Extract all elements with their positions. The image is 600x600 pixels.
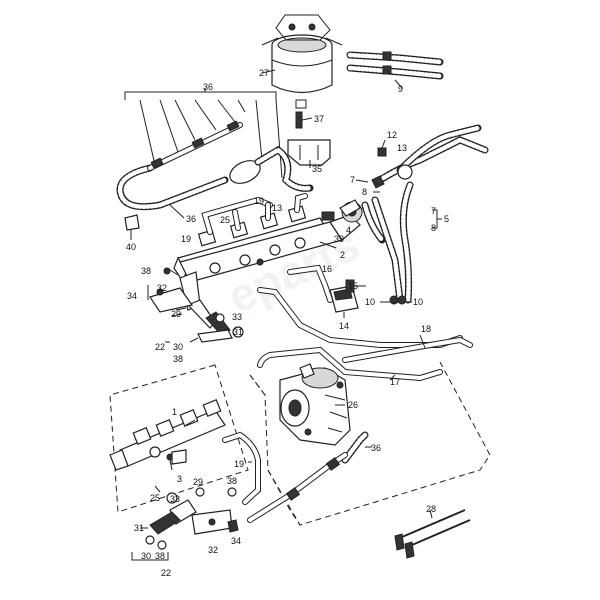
callout-38-upper: 38: [141, 266, 151, 276]
callout-39: 39: [334, 234, 344, 244]
callout-36-mid: 36: [186, 214, 196, 224]
callout-7: 7: [350, 175, 355, 185]
callout-38-upper-b: 38: [173, 354, 183, 364]
callout-25-top: 25: [220, 215, 230, 225]
callout-17: 17: [390, 377, 400, 387]
callout-2: 2: [340, 250, 345, 260]
callout-35: 35: [312, 164, 322, 174]
callout-29-upper: 29: [171, 309, 181, 319]
callout-38-lower: 38: [227, 476, 237, 486]
callout-10-left: 10: [365, 297, 375, 307]
callout-40: 40: [126, 242, 136, 252]
callout-30-lower: 30: [141, 551, 151, 561]
callout-1: 1: [172, 407, 177, 417]
callout-34-upper: 34: [127, 291, 137, 301]
callout-14: 14: [339, 321, 349, 331]
callout-22-lower: 22: [161, 568, 171, 578]
callout-7-right: 7: [431, 206, 436, 216]
callout-28: 28: [426, 504, 436, 514]
callout-26: 26: [348, 400, 358, 410]
lower-fuel-rail: [109, 399, 226, 471]
callout-13-top: 13: [397, 143, 407, 153]
callout-36-hose-assembly: 36: [203, 82, 213, 92]
callout-12: 12: [387, 130, 397, 140]
callout-9: 9: [398, 84, 403, 94]
callout-27: 27: [259, 68, 269, 78]
callout-8-right: 8: [431, 223, 436, 233]
callout-15: 15: [348, 281, 358, 291]
callout-29-lower: 29: [193, 477, 203, 487]
callout-8: 8: [362, 187, 367, 197]
callout-31-upper: 31: [233, 327, 243, 337]
callout-33-lower: 33: [170, 494, 180, 504]
callout-22-upper: 22: [155, 342, 165, 352]
callout-36-lower: 36: [371, 443, 381, 453]
callout-37: 37: [314, 114, 324, 124]
callout-32-lower: 32: [208, 545, 218, 555]
callout-5: 5: [444, 214, 449, 224]
callout-38-lower-b: 38: [155, 551, 165, 561]
callout-labels: 27 9 36 37 35 12 13 7 8 7 8 5 40 36 19 2…: [126, 68, 449, 578]
callout-18: 18: [421, 324, 431, 334]
callout-34-lower: 34: [231, 536, 241, 546]
callout-30-upper: 30: [173, 342, 183, 352]
high-pressure-pump: [279, 363, 351, 446]
callout-13-rail: 13: [272, 203, 282, 213]
callout-16: 16: [322, 264, 332, 274]
callout-33-upper: 33: [232, 312, 242, 322]
callout-19-lower: 19: [234, 459, 244, 469]
callout-19-left: 19: [181, 234, 191, 244]
fuel-filter: [261, 14, 343, 109]
callout-19-top: 19: [254, 196, 264, 206]
callout-3: 3: [177, 474, 182, 484]
callout-25-lower: 25: [150, 493, 160, 503]
callout-32-upper: 32: [157, 283, 167, 293]
callout-4: 4: [346, 225, 351, 235]
callout-10-right: 10: [413, 297, 423, 307]
callout-31-lower: 31: [134, 523, 144, 533]
